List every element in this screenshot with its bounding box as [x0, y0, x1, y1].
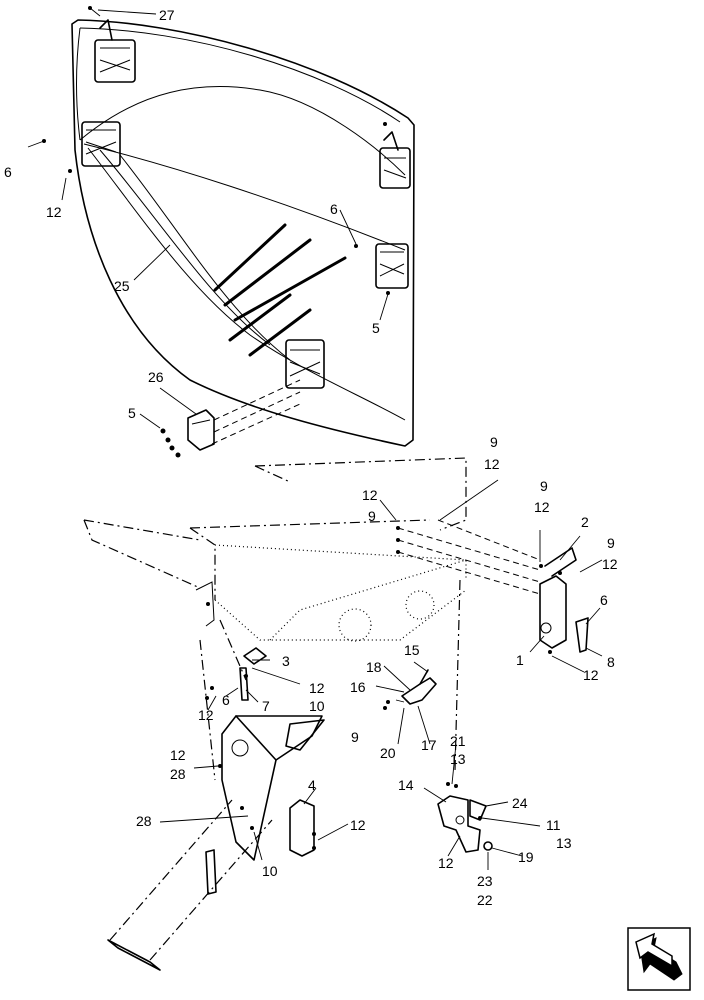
chute-plate-28: [218, 715, 325, 861]
callout-5: 5: [372, 320, 380, 336]
previous-page-arrow-icon[interactable]: [627, 927, 691, 991]
callout-28: 28: [136, 813, 152, 829]
panel-fasteners: [27, 6, 390, 295]
callout-12: 12: [602, 556, 618, 572]
callout-9: 9: [540, 478, 548, 494]
callout-10: 10: [262, 863, 278, 879]
chute-tube: [107, 799, 273, 971]
callout-24: 24: [512, 795, 528, 811]
latch-assembly: [383, 669, 437, 710]
callout-12: 12: [170, 747, 186, 763]
callout-9: 9: [368, 508, 376, 524]
callout-11: 11: [546, 817, 561, 833]
callout-23: 23: [477, 873, 493, 889]
callout-26: 26: [148, 369, 164, 385]
callout-18: 18: [366, 659, 382, 675]
callout-12: 12: [438, 855, 454, 871]
bracket-14: [437, 782, 493, 853]
panel-bracket-left: [81, 121, 121, 167]
callout-6: 6: [330, 201, 338, 217]
bracket-assembly-1: [539, 547, 589, 654]
callout-3: 3: [282, 653, 290, 669]
callout-6: 6: [4, 164, 12, 180]
callout-1: 1: [516, 652, 524, 668]
main-frame: [83, 457, 467, 781]
clip-3: [243, 647, 267, 678]
callout-13: 13: [450, 751, 466, 767]
callout-28: 28: [170, 766, 186, 782]
callout-21: 21: [450, 733, 466, 749]
callout-4: 4: [308, 777, 316, 793]
callout-12: 12: [534, 499, 550, 515]
bracket-26: [160, 379, 301, 458]
callout-17: 17: [421, 737, 437, 753]
callout-25: 25: [114, 278, 130, 294]
callout-10: 10: [309, 698, 325, 714]
callout-13: 13: [556, 835, 572, 851]
callout-12: 12: [46, 204, 62, 220]
callout-12: 12: [362, 487, 378, 503]
callout-12: 12: [484, 456, 500, 472]
callout-9: 9: [607, 535, 615, 551]
callout-15: 15: [404, 642, 420, 658]
callout-19: 19: [518, 849, 534, 865]
callout-12: 12: [583, 667, 599, 683]
alignment-lines: [396, 519, 541, 595]
callout-20: 20: [380, 745, 396, 761]
callout-27: 27: [159, 7, 175, 23]
callout-16: 16: [350, 679, 366, 695]
callout-6: 6: [222, 692, 230, 708]
callout-labels: 27 6 12 25 6 5 26 5 9 12 12 9 9 12 2 9 1…: [4, 7, 618, 908]
callout-14: 14: [398, 777, 414, 793]
panel-bracket-bottom: [285, 339, 325, 389]
panel-bracket-right: [375, 243, 409, 289]
panel-bracket-top-left: [94, 19, 136, 83]
callout-8: 8: [607, 654, 615, 670]
callout-22: 22: [477, 892, 493, 908]
callout-12: 12: [198, 707, 214, 723]
rod-7: [205, 667, 249, 701]
callout-2: 2: [581, 514, 589, 530]
shield-panel: [71, 19, 415, 447]
callout-6: 6: [600, 592, 608, 608]
callout-12: 12: [350, 817, 366, 833]
callout-9: 9: [490, 434, 498, 450]
panel-4: [289, 799, 316, 857]
callout-5: 5: [128, 405, 136, 421]
callout-7: 7: [262, 698, 270, 714]
callout-9: 9: [351, 729, 359, 745]
leader-lines: [61, 9, 603, 870]
callout-12: 12: [309, 680, 325, 696]
panel-bracket-top-right: [379, 131, 411, 189]
